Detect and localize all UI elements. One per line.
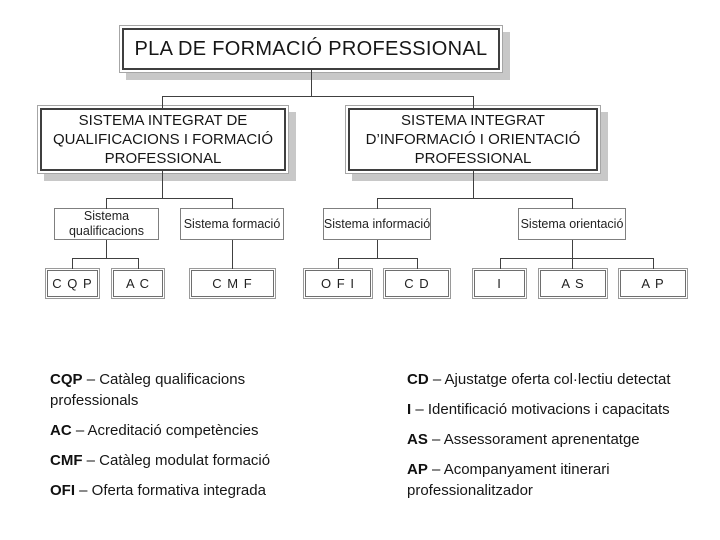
legend-text: – Oferta formativa integrada [79, 482, 266, 499]
node-sistema-informacio: Sistema informació [323, 208, 431, 240]
connector-line [232, 240, 233, 269]
node-ap: A P [618, 268, 688, 299]
legend-text: – Identificació motivacions i capacitats [415, 401, 670, 418]
connector-line [162, 96, 474, 97]
node-ac: A C [111, 268, 165, 299]
node-sistema-qualificacions: Sistema qualificacions [54, 208, 159, 240]
connector-line [417, 258, 418, 269]
connector-line [653, 258, 654, 269]
connector-line [338, 258, 339, 269]
legend-item-ap: AP – Acompanyament itinerari professiona… [407, 459, 702, 501]
connector-line [377, 240, 378, 259]
connector-line [311, 70, 312, 97]
legend-item-cmf: CMF – Catàleg modulat formació [50, 450, 330, 471]
legend-item-cd: CD – Ajustatge oferta col·lectiu detecta… [407, 369, 702, 390]
node-pla-de-formacio: PLA DE FORMACIÓ PROFESSIONAL [122, 28, 500, 70]
legend-text: – Ajustatge oferta col·lectiu detectat [432, 371, 671, 388]
node-cqp: C Q P [45, 268, 100, 299]
legend-text: – Catàleg qualificacions professionals [50, 371, 246, 409]
connector-line [473, 171, 474, 199]
connector-line [138, 258, 139, 269]
legend-abbr: AP [407, 461, 428, 478]
connector-line [106, 198, 107, 209]
legend-item-as: AS – Assessorament aprenentatge [407, 429, 702, 450]
node-sistema-integrat-qualificacions: SISTEMA INTEGRAT DE QUALIFICACIONS I FOR… [40, 108, 286, 171]
connector-line [72, 258, 139, 259]
node-sistema-formacio: Sistema formació [180, 208, 284, 240]
legend-abbr: I [407, 401, 412, 418]
legend-abbr: CQP [50, 371, 83, 388]
legend-right-column: CD – Ajustatge oferta col·lectiu detecta… [407, 369, 702, 510]
connector-line [377, 198, 573, 199]
connector-line [377, 198, 378, 209]
connector-line [106, 240, 107, 259]
legend-text: – Catàleg modulat formació [86, 452, 271, 469]
legend-text: – Acompanyament itinerari professionalit… [407, 461, 610, 499]
node-cmf: C M F [189, 268, 276, 299]
legend-abbr: AC [50, 422, 72, 439]
legend-left-column: CQP – Catàleg qualificacions professiona… [50, 369, 330, 510]
connector-line [473, 96, 474, 109]
node-ofi: O F I [303, 268, 373, 299]
connector-line [500, 258, 501, 269]
node-sistema-integrat-informacio: SISTEMA INTEGRAT D’INFORMACIÓ I ORIENTAC… [348, 108, 598, 171]
legend-item-i: I – Identificació motivacions i capacita… [407, 399, 702, 420]
legend-abbr: CMF [50, 452, 83, 469]
node-cd: C D [383, 268, 451, 299]
connector-line [500, 258, 654, 259]
node-as: A S [538, 268, 608, 299]
connector-line [162, 171, 163, 199]
legend-abbr: AS [407, 431, 428, 448]
connector-line [72, 258, 73, 269]
legend-text: – Assessorament aprenentatge [432, 431, 640, 448]
legend-text: – Acreditació competències [75, 422, 259, 439]
legend-item-ac: AC – Acreditació competències [50, 420, 330, 441]
node-i: I [472, 268, 527, 299]
legend-item-ofi: OFI – Oferta formativa integrada [50, 480, 330, 501]
node-sistema-orientacio: Sistema orientació [518, 208, 626, 240]
legend-abbr: CD [407, 371, 429, 388]
connector-line [338, 258, 418, 259]
connector-line [162, 96, 163, 109]
connector-line [232, 198, 233, 209]
connector-line [106, 198, 233, 199]
legend-abbr: OFI [50, 482, 75, 499]
legend-item-cqp: CQP – Catàleg qualificacions professiona… [50, 369, 330, 411]
connector-line [572, 198, 573, 209]
connector-line [572, 240, 573, 269]
